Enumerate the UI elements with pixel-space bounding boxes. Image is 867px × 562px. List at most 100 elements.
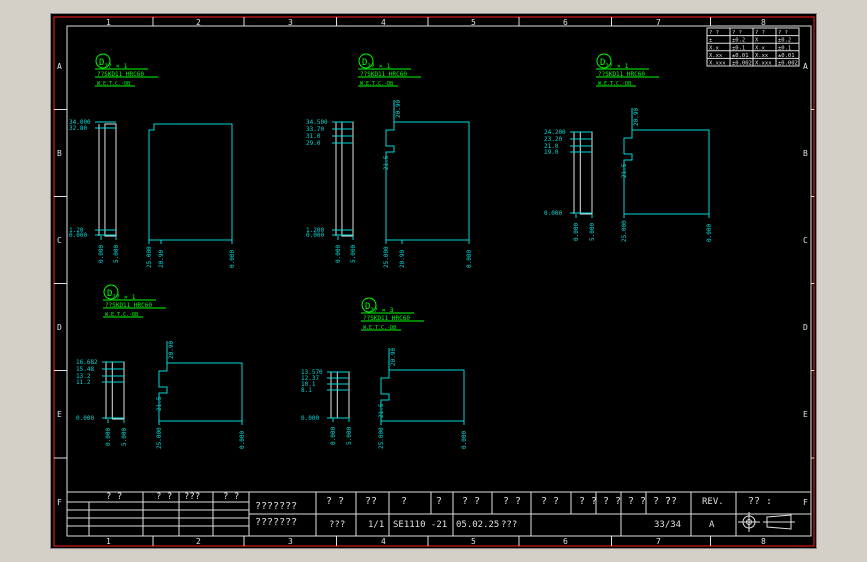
col-marker-top: 7 <box>656 18 661 27</box>
side-view-outline <box>336 371 350 419</box>
bottom-label: 25.000 <box>621 220 628 242</box>
row-marker-left: B <box>57 149 62 158</box>
height-label: 34.500 <box>306 119 328 126</box>
bottom-label: 0.000 <box>706 224 713 242</box>
sheet-border <box>53 16 815 547</box>
bottom-label: 25.000 <box>378 427 385 449</box>
side-view-outline <box>104 123 117 237</box>
tb-hdr: ? ? <box>579 496 597 507</box>
tol-cell: ±0.01 <box>778 53 795 59</box>
part-id: D <box>362 58 367 68</box>
height-label: 0.000 <box>544 210 562 217</box>
height-label: 0.000 <box>76 415 94 422</box>
side-view-outline <box>341 121 354 237</box>
height-label: 13.2 <box>76 373 91 380</box>
col-marker-bottom: 8 <box>761 537 766 546</box>
tol-cell: X.xxx <box>709 61 726 67</box>
tb-hdr: ?? <box>365 496 377 507</box>
part-qty: ?? × 1 <box>367 62 391 70</box>
tol-cell: ? ? <box>755 30 765 36</box>
vertical-dim-label: 21.5 <box>156 396 163 411</box>
part-material: ??SKD11 HRC60 <box>363 315 410 322</box>
col-marker-top: 8 <box>761 18 766 27</box>
tb-hdr: ? <box>436 496 442 507</box>
tb-cell: ? ? <box>156 492 172 502</box>
height-label: 23.20 <box>544 136 562 143</box>
row-marker-left: C <box>57 236 62 245</box>
tb-val: ??? <box>329 520 345 530</box>
height-label: 24.200 <box>544 129 566 136</box>
projection-symbol-icon <box>738 512 795 532</box>
bottom-label: 5.000 <box>121 428 128 446</box>
part-material: ??SKD11 HRC60 <box>360 71 407 78</box>
height-label: 19.0 <box>544 149 559 156</box>
tb-cell: ??? <box>184 492 200 502</box>
part-view-3: D?? × 1??SKD11 HRC60W.E.T.C.-DB24.20023.… <box>544 53 713 242</box>
part-balloon <box>95 53 111 69</box>
row-marker-left: E <box>57 410 62 419</box>
bottom-label: 20.90 <box>158 250 165 268</box>
bottom-label: 5.000 <box>346 427 353 445</box>
part-qty: ?? × 1 <box>605 62 629 70</box>
tb-hdr: ?? <box>665 496 677 507</box>
part-id: D <box>107 289 112 299</box>
bottom-label: 0.000 <box>461 431 468 449</box>
col-marker-bottom: 6 <box>563 537 568 546</box>
part-balloon <box>596 53 612 69</box>
tol-cell: ? ? <box>732 30 742 36</box>
part-balloon <box>103 284 119 300</box>
front-view-outline <box>385 121 470 241</box>
col-marker-top: 6 <box>563 18 568 27</box>
bottom-label: 0.000 <box>466 250 473 268</box>
front-view-outline <box>380 369 465 422</box>
front-view-outline <box>158 362 243 422</box>
side-view-outline <box>579 131 593 215</box>
col-marker-bottom: 1 <box>106 537 111 546</box>
bottom-label: 0.000 <box>229 250 236 268</box>
part-material: ??SKD11 HRC60 <box>105 302 152 309</box>
col-marker-top: 5 <box>471 18 476 27</box>
rev-value: A <box>709 520 715 530</box>
bottom-label: 20.90 <box>399 250 406 268</box>
col-marker-bottom: 5 <box>471 537 476 546</box>
height-label: 29.0 <box>306 140 321 147</box>
tb-hdr: ? <box>401 496 407 507</box>
tol-cell: ±0.2 <box>732 38 745 44</box>
corner-label: ?? : <box>748 496 772 507</box>
tol-cell: ±0.002 <box>732 61 752 67</box>
height-label: 8.1 <box>301 387 312 394</box>
col-marker-top: 2 <box>196 18 201 27</box>
height-label: 0.000 <box>301 415 319 422</box>
tol-cell: X.xx <box>755 53 769 59</box>
part-view-1: D?? × 1??SKD11 HRC60W.E.T.C.-DB34.00032.… <box>69 53 236 268</box>
tol-cell: ±0.1 <box>778 45 791 51</box>
tol-cell: X.xxx <box>755 61 772 67</box>
tol-cell: ±0.002 <box>778 61 798 67</box>
height-label: 11.2 <box>76 379 91 386</box>
bottom-label: 25.000 <box>156 427 163 449</box>
drawing-number: SE1110 -21 <box>393 520 447 530</box>
tol-cell: ? ? <box>709 30 719 36</box>
height-label: 33.70 <box>306 126 324 133</box>
part-balloon <box>358 53 374 69</box>
col-marker-top: 4 <box>381 18 386 27</box>
height-label: 15.48 <box>76 366 94 373</box>
part-note: W.E.T.C.-DB <box>360 81 393 87</box>
vertical-dim-label: 21.5 <box>383 155 390 170</box>
part-balloon <box>361 297 377 313</box>
vertical-dim-label: 20.90 <box>395 100 402 118</box>
height-label: 31.0 <box>306 133 321 140</box>
tb-hdr: ? ? <box>603 496 621 507</box>
tol-cell: X.x <box>755 45 766 51</box>
tol-cell: ? ? <box>778 30 788 36</box>
part-material: ??SKD11 HRC60 <box>598 71 645 78</box>
height-label: 12.37 <box>301 375 319 382</box>
row-marker-right: C <box>803 236 808 245</box>
part-qty: ?? × 3 <box>370 306 394 314</box>
height-label: 13.570 <box>301 369 323 376</box>
bottom-label: 0.000 <box>330 427 337 445</box>
height-label: 34.000 <box>69 119 91 126</box>
